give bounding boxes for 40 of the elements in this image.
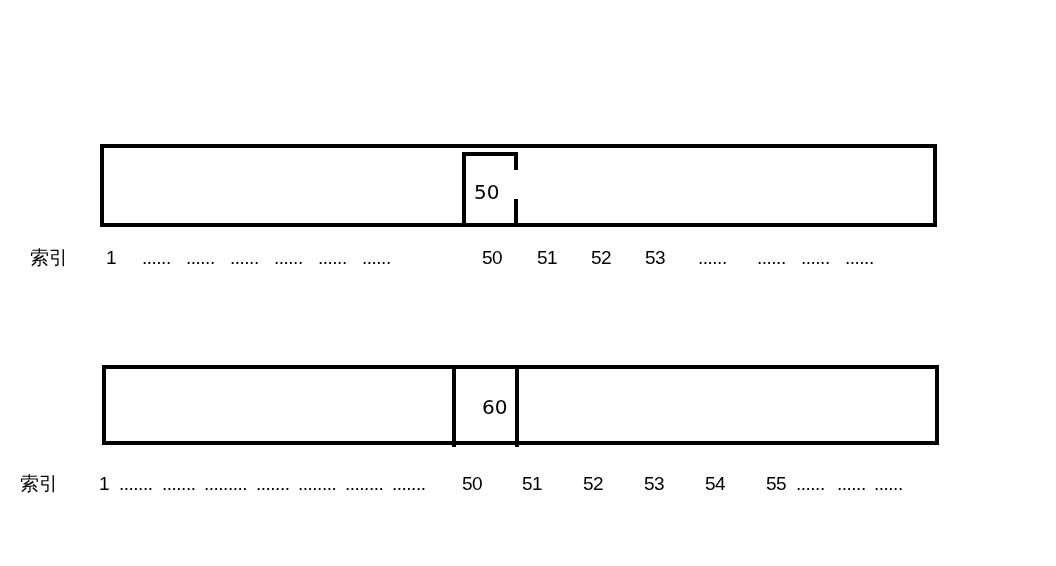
row-heading: 索引 — [30, 246, 67, 270]
index-label: 54 — [705, 472, 726, 496]
index-label: ........ — [298, 472, 337, 496]
index-label: ...... — [801, 246, 830, 270]
index-label: ....... — [256, 472, 290, 496]
index-label: ...... — [757, 246, 786, 270]
index-label: 51 — [537, 246, 558, 270]
index-label: ......... — [204, 472, 247, 496]
array-cell — [452, 367, 519, 447]
index-label: 52 — [583, 472, 604, 496]
array-bar — [102, 365, 939, 445]
index-label: 1 — [106, 246, 117, 270]
index-label: 50 — [462, 472, 483, 496]
array-cell — [462, 152, 518, 227]
cell-value: 50 — [474, 180, 500, 204]
index-label: ...... — [362, 246, 391, 270]
index-label: ....... — [119, 472, 153, 496]
index-label: 55 — [766, 472, 787, 496]
index-label: 50 — [482, 246, 503, 270]
index-label: ...... — [186, 246, 215, 270]
index-label: ...... — [796, 472, 825, 496]
index-label: ...... — [874, 472, 903, 496]
array-bar — [100, 144, 937, 227]
index-label: 53 — [644, 472, 665, 496]
index-label: ...... — [142, 246, 171, 270]
index-label: ....... — [392, 472, 426, 496]
index-label: ....... — [162, 472, 196, 496]
index-label: ...... — [274, 246, 303, 270]
index-label: ...... — [318, 246, 347, 270]
index-label: ........ — [345, 472, 384, 496]
index-label: 51 — [522, 472, 543, 496]
cell-value: 60 — [482, 395, 508, 419]
index-label: 53 — [645, 246, 666, 270]
index-label: ...... — [698, 246, 727, 270]
index-label: ...... — [845, 246, 874, 270]
index-label: 1 — [99, 472, 110, 496]
index-label: 52 — [591, 246, 612, 270]
row-heading: 索引 — [20, 472, 57, 496]
index-label: ...... — [230, 246, 259, 270]
index-label: ...... — [837, 472, 866, 496]
